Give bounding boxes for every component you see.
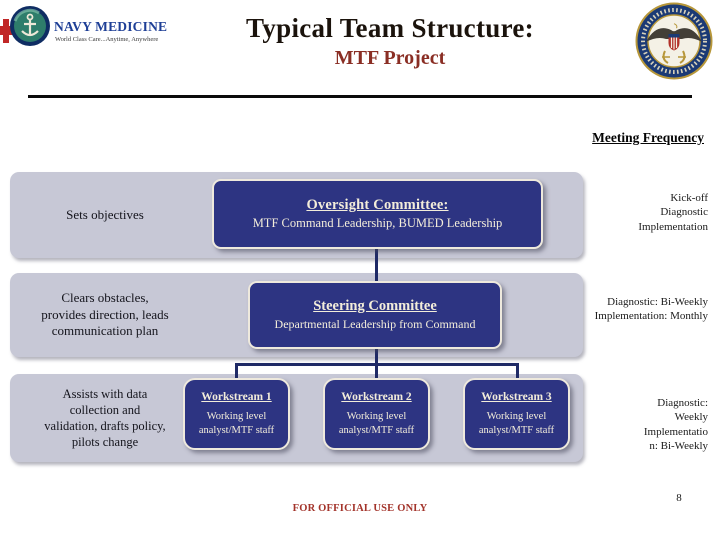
oversight-committee-subtitle: MTF Command Leadership, BUMED Leadership [252,216,503,230]
connector-workstream-2 [375,363,378,379]
workstream-1-box: Workstream 1 Working level analyst/MTF s… [183,378,290,450]
workstream-1-subtitle: Working level analyst/MTF staff [198,411,275,436]
navy-medicine-logo: NAVY MEDICINE World Class Care...Anytime… [0,0,180,60]
connector-workstream-3 [516,363,519,379]
note-sets-objectives: Sets objectives [66,206,144,222]
classification-label: FOR OFFICIAL USE ONLY [292,503,428,514]
oversight-committee-title: Oversight Committee: [306,197,449,213]
workstream-1-title: Workstream 1 [201,391,272,404]
page-number: 8 [676,492,682,504]
title-line1: Typical Team Structure: [246,13,534,43]
header-divider [28,95,692,98]
navy-seal-icon [635,2,713,80]
title-line2: MTF Project [334,47,446,69]
connector-oversight-steering [375,249,378,283]
steering-committee-subtitle: Departmental Leadership from Command [274,317,476,331]
slide-title: Typical Team Structure: MTF Project [170,13,610,70]
frequency-note-oversight: Kick-off Diagnostic Implementation [638,192,708,233]
oversight-committee-box: Oversight Committee: MTF Command Leaders… [212,179,543,249]
connector-steering-stub [375,347,378,366]
frequency-note-workstreams: Diagnostic: Weekly Implementatio n: Bi-W… [643,397,708,452]
red-cross-icon [0,26,14,35]
connector-workstream-1 [235,363,238,379]
workstream-3-title: Workstream 3 [481,391,552,404]
meeting-frequency-heading: Meeting Frequency [592,130,704,145]
brand-tagline: World Class Care...Anytime, Anywhere [55,36,159,43]
brand-name: NAVY MEDICINE [54,19,168,34]
workstream-3-subtitle: Working level analyst/MTF staff [478,411,555,436]
steering-committee-title: Steering Committee [313,298,437,314]
steering-committee-box: Steering Committee Departmental Leadersh… [248,281,502,349]
workstream-2-title: Workstream 2 [341,391,412,404]
workstream-2-subtitle: Working level analyst/MTF staff [338,411,415,436]
workstream-2-box: Workstream 2 Working level analyst/MTF s… [323,378,430,450]
frequency-note-steering: Diagnostic: Bi-Weekly Implementation: Mo… [594,296,708,323]
workstream-3-box: Workstream 3 Working level analyst/MTF s… [463,378,570,450]
note-clears-obstacles: Clears obstacles, provides direction, le… [41,289,169,339]
note-assists-data: Assists with data collection and validat… [44,386,166,450]
globe-anchor-icon [10,6,50,46]
